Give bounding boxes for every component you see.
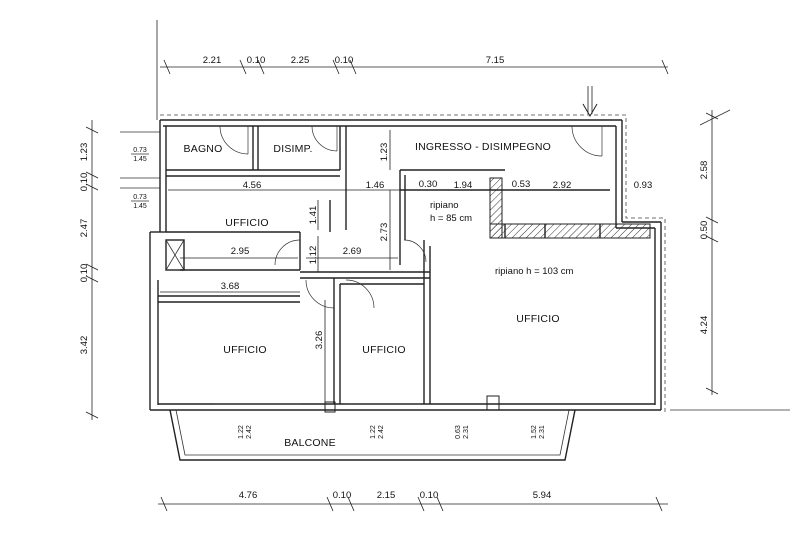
room-ufficio-left-label: UFFICIO [223, 344, 266, 356]
dim-273: 2.73 [379, 223, 390, 242]
top-dimension-line: 2.21 0.10 2.25 0.10 7.15 [156, 20, 669, 120]
bottom-dimension-line: 4.76 0.10 2.15 0.10 5.94 [158, 490, 668, 512]
dim-right-2: 0.50 [699, 221, 710, 240]
note-ripiano-2: ripiano h = 103 cm [495, 266, 574, 277]
dim-left-4: 0.10 [79, 264, 90, 283]
dim-top-2: 0.10 [247, 55, 266, 66]
interior-dimension-lines [160, 130, 418, 404]
room-ufficio-big-label: UFFICIO [516, 313, 559, 325]
window-bottom-4: 1.52 2.31 [531, 425, 546, 439]
dim-295: 2.95 [231, 246, 250, 257]
dim-030: 0.30 [419, 179, 438, 190]
svg-text:1.52: 1.52 [531, 425, 538, 439]
entrance-arrow-icon [582, 86, 598, 117]
dim-top-4: 0.10 [335, 55, 354, 66]
dim-292: 2.92 [553, 180, 572, 191]
room-bagno-label: BAGNO [184, 143, 223, 155]
dim-right-3: 4.24 [699, 316, 710, 335]
right-dimension-line: 2.58 0.50 4.24 [670, 109, 790, 411]
dim-146: 1.46 [366, 180, 385, 191]
door-ufficio-big [403, 239, 427, 263]
note-ripiano-1b: h = 85 cm [430, 213, 472, 224]
balcony [169, 395, 576, 461]
svg-text:0.73: 0.73 [133, 147, 147, 154]
room-ufficio-mid-label: UFFICIO [362, 344, 405, 356]
dim-123: 1.23 [379, 143, 390, 162]
door-ufficio-left [305, 279, 335, 309]
door-bagno [219, 125, 249, 155]
window-left-1: 0.73 1.45 [131, 147, 149, 163]
doors [219, 125, 603, 309]
door-ufficio-mid [345, 279, 375, 309]
svg-text:1.22: 1.22 [238, 425, 245, 439]
dim-left-5: 3.42 [79, 336, 90, 355]
dim-194: 1.94 [454, 180, 473, 191]
dim-bottom-2: 0.10 [333, 490, 352, 501]
svg-text:2.31: 2.31 [539, 425, 546, 439]
dim-456: 4.56 [243, 180, 262, 191]
room-ingresso-label: INGRESSO - DISIMPEGNO [415, 141, 551, 153]
room-disimp-label: DISIMP. [273, 143, 312, 155]
dim-right-1: 2.58 [699, 161, 710, 180]
svg-text:1.45: 1.45 [133, 203, 147, 210]
exterior-walls [149, 114, 666, 415]
window-left-2: 0.73 1.45 [131, 194, 149, 210]
svg-text:0.63: 0.63 [455, 425, 462, 439]
dim-left-3: 2.47 [79, 219, 90, 238]
dim-bottom-3: 2.15 [377, 490, 396, 501]
dim-269: 2.69 [343, 246, 362, 257]
dim-bottom-1: 4.76 [239, 490, 258, 501]
dim-top-5: 7.15 [486, 55, 505, 66]
ripiano-hatch-horizontal [489, 223, 651, 239]
dim-053: 0.53 [512, 179, 531, 190]
interior-walls [158, 126, 651, 404]
dim-top-3: 2.25 [291, 55, 310, 66]
dim-left-1: 1.23 [79, 143, 90, 162]
svg-text:2.42: 2.42 [246, 425, 253, 439]
dim-bottom-5: 5.94 [533, 490, 552, 501]
dim-368: 3.68 [221, 281, 240, 292]
dim-left-2: 0.10 [79, 173, 90, 192]
dim-bottom-4: 0.10 [420, 490, 439, 501]
dim-top-1: 2.21 [203, 55, 222, 66]
dim-326: 3.26 [314, 331, 325, 350]
svg-text:2.42: 2.42 [378, 425, 385, 439]
left-dimension-line: 1.23 0.10 2.47 0.10 3.42 [79, 120, 160, 420]
dim-141: 1.41 [308, 206, 319, 225]
dim-093: 0.93 [634, 180, 653, 191]
door-ufficio-top [274, 239, 301, 266]
window-bottom-3: 0.63 2.31 [455, 425, 470, 439]
room-ufficio-top-label: UFFICIO [225, 217, 268, 229]
svg-text:2.31: 2.31 [463, 425, 470, 439]
door-disimp [311, 125, 338, 152]
note-ripiano-1a: ripiano [430, 200, 459, 211]
room-balcone-label: BALCONE [284, 437, 336, 449]
svg-text:0.73: 0.73 [133, 194, 147, 201]
window-bottom-1: 1.22 2.42 [238, 425, 253, 439]
dim-112: 1.12 [308, 246, 319, 265]
door-entrance [571, 125, 603, 157]
svg-text:1.22: 1.22 [370, 425, 377, 439]
window-bottom-2: 1.22 2.42 [370, 425, 385, 439]
svg-text:1.45: 1.45 [133, 156, 147, 163]
